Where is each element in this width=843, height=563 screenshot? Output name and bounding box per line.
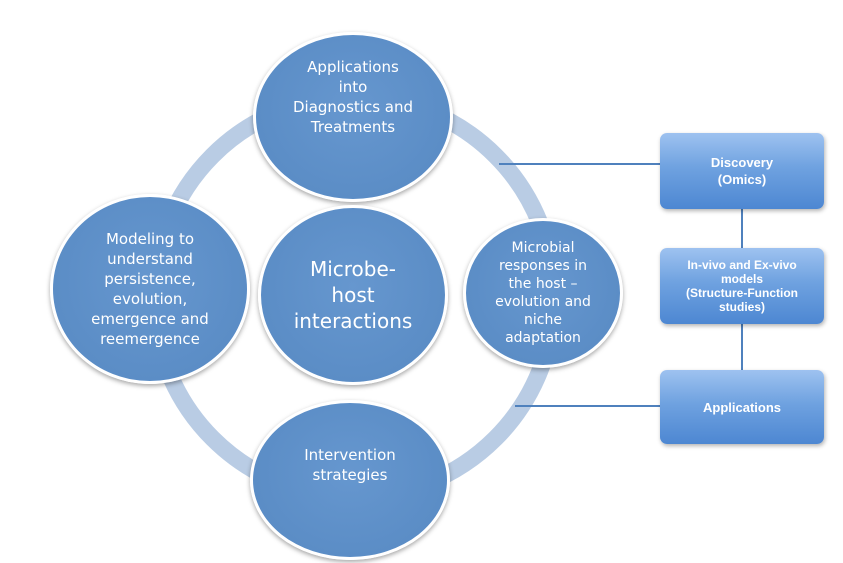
node-applications-diagnostics: Applications into Diagnostics and Treatm…: [253, 32, 453, 202]
node-label: Intervention strategies: [304, 446, 396, 484]
node-microbial-responses: Microbial responses in the host – evolut…: [463, 218, 623, 368]
node-center-microbe-host: Microbe- host interactions: [258, 205, 448, 385]
box-label: Applications: [702, 399, 781, 415]
center-label: Microbe- host interactions: [293, 257, 413, 333]
node-label: Modeling to understand persistence, evol…: [91, 230, 209, 348]
box-applications: Applications: [660, 370, 824, 444]
box-discovery: Discovery (Omics): [660, 133, 824, 209]
node-label: Microbial responses in the host – evolut…: [495, 240, 591, 346]
box-models: In-vivo and Ex-vivo models (Structure-Fu…: [660, 248, 824, 324]
node-modeling: Modeling to understand persistence, evol…: [50, 194, 250, 384]
box-label: Discovery (Omics): [710, 155, 774, 187]
node-intervention: Intervention strategies: [250, 400, 450, 560]
node-label: Applications into Diagnostics and Treatm…: [292, 58, 414, 136]
box-label: In-vivo and Ex-vivo models (Structure-Fu…: [686, 258, 798, 314]
